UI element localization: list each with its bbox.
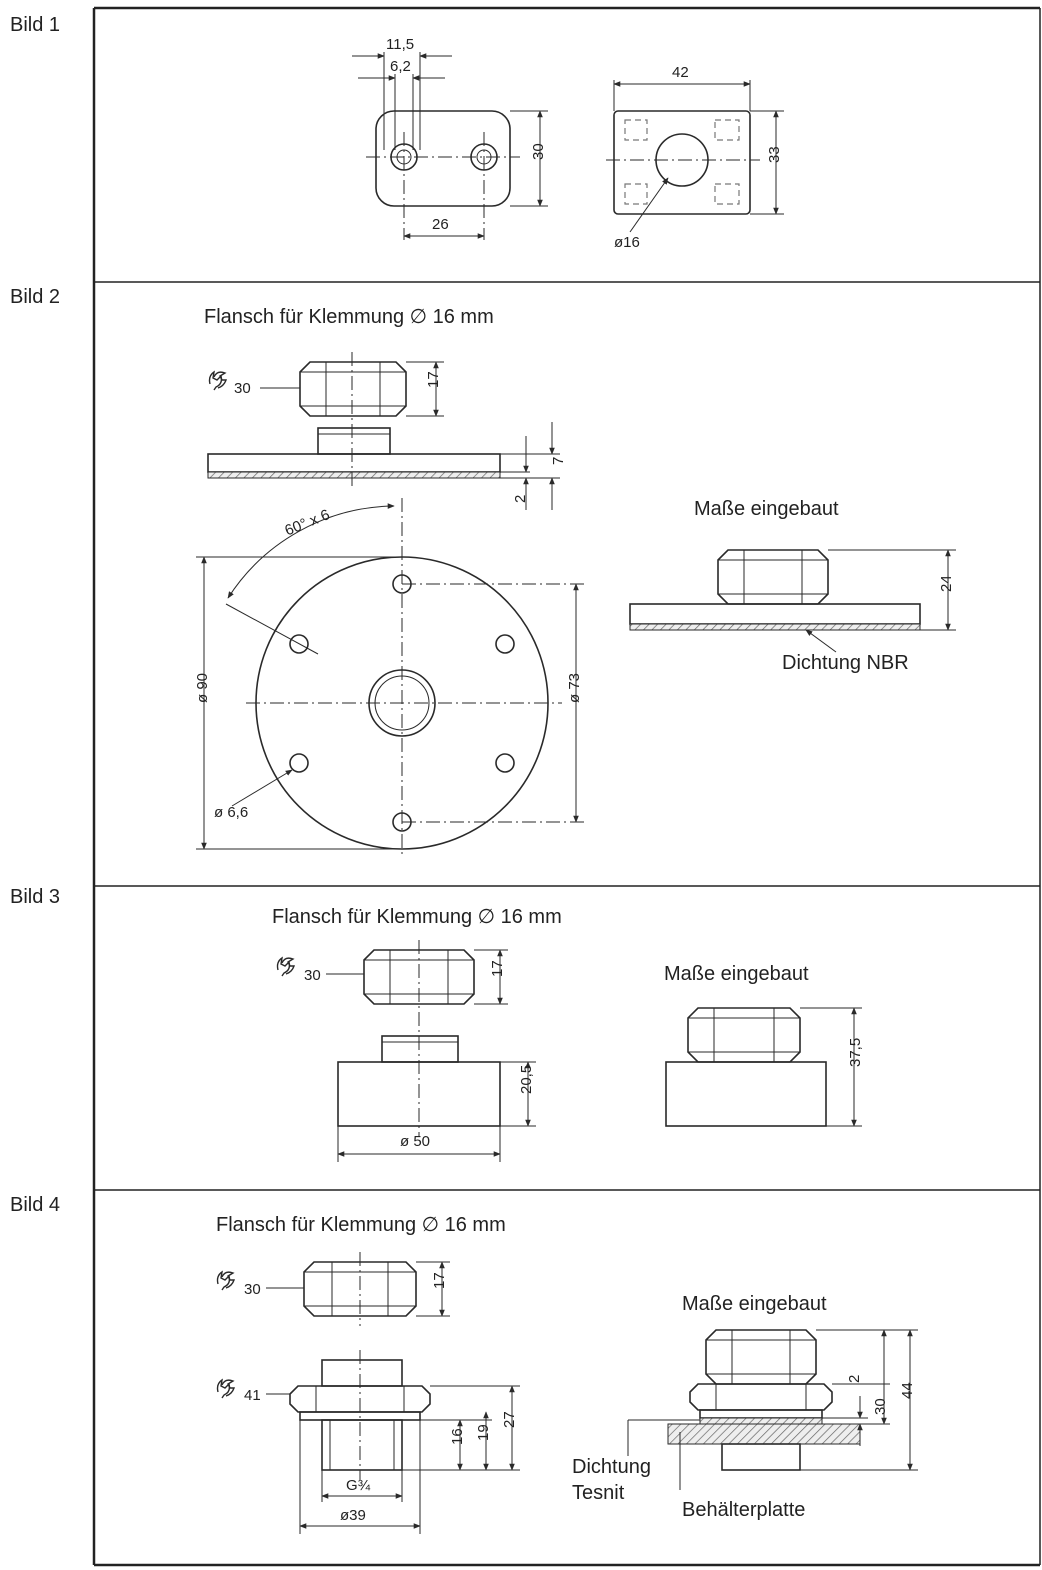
dim-17: 17 [425,371,442,388]
dim-dia-73: ø 73 [566,673,583,703]
bild-4-installed-title: Maße eingebaut [682,1293,827,1315]
dim-dia-6-6: ø 6,6 [214,804,248,821]
dim-24: 24 [938,575,955,592]
bild-2-installed-title: Maße eingebaut [694,498,839,520]
dim-30: 30 [872,1398,889,1415]
bild-4-label: Bild 4 [10,1194,61,1216]
dim-11-5: 11,5 [386,36,414,53]
seal-label-line2: Tesnit [572,1482,625,1504]
dim-20-5: 20,5 [518,1065,535,1094]
bild-3-label: Bild 3 [10,886,61,908]
bild-2-title: Flansch für Klemmung ∅ 16 mm [204,306,494,328]
wrench-size-30: 30 [234,380,251,397]
dim-33: 33 [766,146,783,163]
wrench-size-41: 41 [244,1387,261,1404]
bild-3-title: Flansch für Klemmung ∅ 16 mm [272,906,562,928]
wrench-icon [216,1271,235,1291]
bild-3-installed-title: Maße eingebaut [664,963,809,985]
seal-nbr-label: Dichtung NBR [782,652,909,674]
dim-26: 26 [432,216,449,233]
wrench-size-30: 30 [304,967,321,984]
dim-2: 2 [846,1375,863,1383]
dim-44: 44 [899,1382,916,1399]
dim-6-2: 6,2 [390,58,411,75]
bild-1-side-view [606,80,784,233]
dim-42: 42 [672,64,689,81]
bild-3-installed-view [665,1007,862,1127]
thread-g-3-4: G¾ [346,1477,371,1494]
wrench-icon [276,957,295,977]
panel-frame [92,6,1041,1567]
bild-4-installed-view [627,1329,918,1490]
dim-7: 7 [550,457,567,465]
dim-dia-39: ø39 [340,1507,366,1524]
dim-37-5: 37,5 [847,1038,864,1067]
bild-4-flange-view [216,1252,520,1534]
seal-label-line1: Dichtung [572,1456,651,1478]
dim-dia-16: ø16 [614,234,640,251]
dim-17: 17 [489,960,506,977]
bild-1-label: Bild 1 [10,14,61,36]
bild-4-title: Flansch für Klemmung ∅ 16 mm [216,1214,506,1236]
bild-2-flange-top-view [196,498,584,858]
wrench-icon [216,1379,235,1399]
dim-2: 2 [512,495,529,503]
dim-dia-90: ø 90 [194,673,211,703]
dim-19: 19 [475,1424,492,1441]
dim-dia-50: ø 50 [400,1133,430,1150]
dim-27: 27 [501,1411,518,1428]
bild-2-installed-view [629,549,956,653]
tank-plate-label: Behälterplatte [682,1499,805,1521]
angle-60x6: 60° x 6 [282,506,332,539]
wrench-size-30: 30 [244,1281,261,1298]
bild-2-flange-side-view [207,352,560,510]
dim-16: 16 [449,1428,466,1445]
dim-17: 17 [431,1272,448,1289]
bild-1-front-view [352,52,548,240]
wrench-icon [208,371,227,391]
bild-2-label: Bild 2 [10,286,61,308]
bild-3-flange-view [276,940,536,1162]
dim-30: 30 [530,143,547,160]
